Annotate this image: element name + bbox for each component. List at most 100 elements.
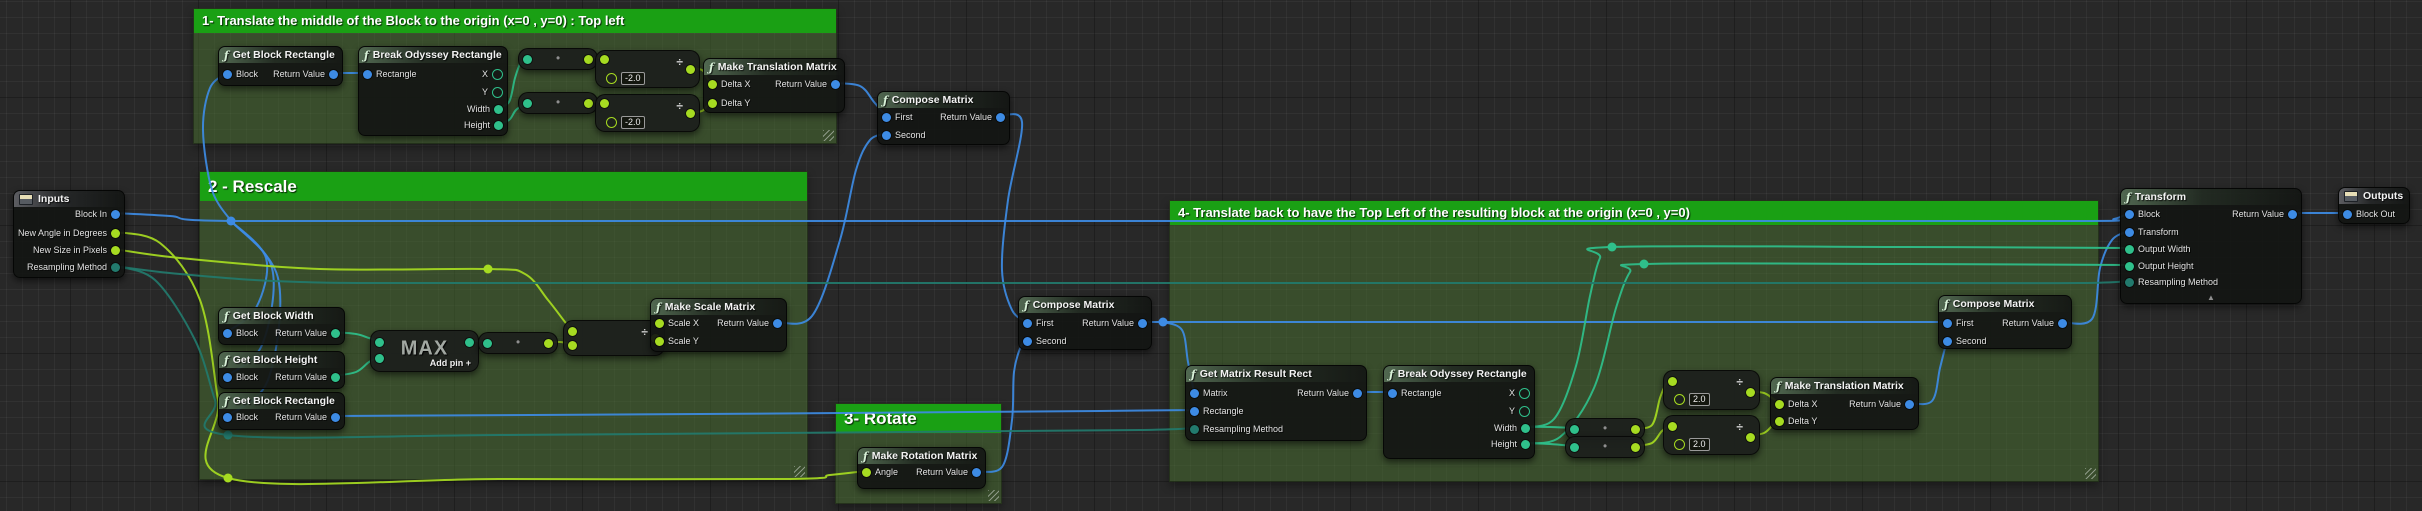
pin-dot[interactable] bbox=[584, 54, 593, 64]
pin-dot[interactable] bbox=[523, 98, 532, 108]
pin-dot[interactable] bbox=[329, 69, 338, 79]
pin-second[interactable]: Second bbox=[1023, 335, 1071, 347]
pin-out1[interactable] bbox=[584, 97, 593, 109]
node-conv-int-float-c[interactable]: • bbox=[1565, 418, 1645, 440]
pin-out1[interactable] bbox=[1631, 441, 1640, 453]
pin-block[interactable]: Block bbox=[223, 411, 262, 423]
pin-in0[interactable] bbox=[600, 53, 609, 65]
pin-dot[interactable] bbox=[1023, 318, 1032, 328]
pin-dot[interactable] bbox=[1775, 399, 1784, 409]
pin-dot[interactable] bbox=[1905, 399, 1914, 409]
pin-in1[interactable]: -2.0 bbox=[606, 115, 645, 129]
pin-in0[interactable] bbox=[1570, 423, 1579, 435]
pin-dot[interactable] bbox=[1190, 424, 1199, 434]
pin-dot[interactable] bbox=[1631, 442, 1640, 452]
pin-in0[interactable] bbox=[1570, 441, 1579, 453]
pin-dot[interactable] bbox=[1521, 439, 1530, 449]
pin-in0[interactable] bbox=[375, 336, 384, 348]
pin-dot[interactable] bbox=[1023, 336, 1032, 346]
pin-dot[interactable] bbox=[111, 228, 120, 238]
pin-dot[interactable] bbox=[1746, 387, 1755, 397]
pin-dot[interactable] bbox=[686, 64, 695, 74]
pin-dot[interactable] bbox=[1353, 388, 1362, 398]
pin-dot[interactable] bbox=[708, 98, 717, 108]
pin-dot[interactable] bbox=[1746, 432, 1755, 442]
pin-dot[interactable] bbox=[2125, 277, 2134, 287]
pin-dot[interactable] bbox=[1674, 393, 1685, 405]
pin-scale-y[interactable]: Scale Y bbox=[655, 335, 703, 347]
pin-dot[interactable] bbox=[1570, 424, 1579, 434]
pin-default-value[interactable]: 2.0 bbox=[1689, 437, 1710, 451]
pin-in1[interactable]: 2.0 bbox=[1674, 437, 1710, 451]
pin-dot[interactable] bbox=[375, 353, 384, 363]
node-header[interactable]: Inputs bbox=[14, 191, 124, 207]
pin-dot[interactable] bbox=[2125, 209, 2134, 219]
node-conv-int-float-e[interactable]: • bbox=[478, 332, 558, 354]
pin-dot[interactable] bbox=[1668, 376, 1677, 386]
pin-dot[interactable] bbox=[492, 68, 503, 80]
pin-scale-x[interactable]: Scale X bbox=[655, 317, 703, 329]
pin-dot[interactable] bbox=[1631, 424, 1640, 434]
pin-in1[interactable] bbox=[568, 339, 577, 351]
pin-default-value[interactable]: 2.0 bbox=[1689, 392, 1710, 406]
pin-block-out[interactable]: Block Out bbox=[2343, 208, 2399, 220]
pin-dot[interactable] bbox=[111, 245, 120, 255]
pin-return-value[interactable]: Return Value bbox=[1845, 398, 1914, 410]
pin-dot[interactable] bbox=[600, 98, 609, 108]
pin-dot[interactable] bbox=[1190, 406, 1199, 416]
pin-output-width[interactable]: Output Width bbox=[2125, 243, 2195, 255]
node-divide-d[interactable]: 2.0÷ bbox=[1663, 415, 1760, 455]
pin-resampling-method[interactable]: Resampling Method bbox=[1190, 423, 1287, 435]
pin-dot[interactable] bbox=[1190, 388, 1199, 398]
pin-dot[interactable] bbox=[2125, 261, 2134, 271]
pin-delta-y[interactable]: Delta Y bbox=[708, 97, 754, 109]
pin-dot[interactable] bbox=[600, 54, 609, 64]
pin-in0[interactable] bbox=[1668, 420, 1677, 432]
comment-resize-handle[interactable] bbox=[2085, 468, 2096, 479]
pin-dot[interactable] bbox=[831, 79, 840, 89]
pin-dot[interactable] bbox=[655, 318, 664, 328]
pin-return-value[interactable]: Return Value bbox=[936, 111, 1005, 123]
pin-dot[interactable] bbox=[708, 79, 717, 89]
add-pin-button[interactable]: Add pin + bbox=[429, 358, 471, 368]
pin-dot[interactable] bbox=[1943, 318, 1952, 328]
pin-in0[interactable] bbox=[523, 97, 532, 109]
pin-output-height[interactable]: Output Height bbox=[2125, 260, 2198, 272]
pin-dot[interactable] bbox=[494, 104, 503, 114]
comment-resize-handle[interactable] bbox=[988, 490, 999, 501]
pin-dot[interactable] bbox=[568, 326, 577, 336]
pin-dot[interactable] bbox=[606, 72, 617, 84]
pin-in0[interactable] bbox=[523, 53, 532, 65]
pin-return-value[interactable]: Return Value bbox=[713, 317, 782, 329]
pin-resampling-method[interactable]: Resampling Method bbox=[23, 261, 120, 273]
pin-in0[interactable] bbox=[483, 337, 492, 349]
pin-dot[interactable] bbox=[2343, 209, 2352, 219]
node-divide-e[interactable]: ÷ bbox=[563, 320, 665, 356]
pin-second[interactable]: Second bbox=[882, 129, 930, 141]
pin-angle[interactable]: Angle bbox=[862, 466, 902, 478]
comment-title[interactable]: 1- Translate the middle of the Block to … bbox=[194, 9, 836, 33]
pin-block[interactable]: Block bbox=[223, 327, 262, 339]
pin-dot[interactable] bbox=[686, 108, 695, 118]
pin-dot[interactable] bbox=[2058, 318, 2067, 328]
pin-dot[interactable] bbox=[584, 98, 593, 108]
pin-return-value[interactable]: Return Value bbox=[2228, 208, 2297, 220]
pin-out2[interactable] bbox=[1746, 431, 1755, 443]
pin-default-value[interactable]: -2.0 bbox=[621, 115, 645, 129]
pin-dot[interactable] bbox=[606, 116, 617, 128]
pin-in1[interactable]: 2.0 bbox=[1674, 392, 1710, 406]
